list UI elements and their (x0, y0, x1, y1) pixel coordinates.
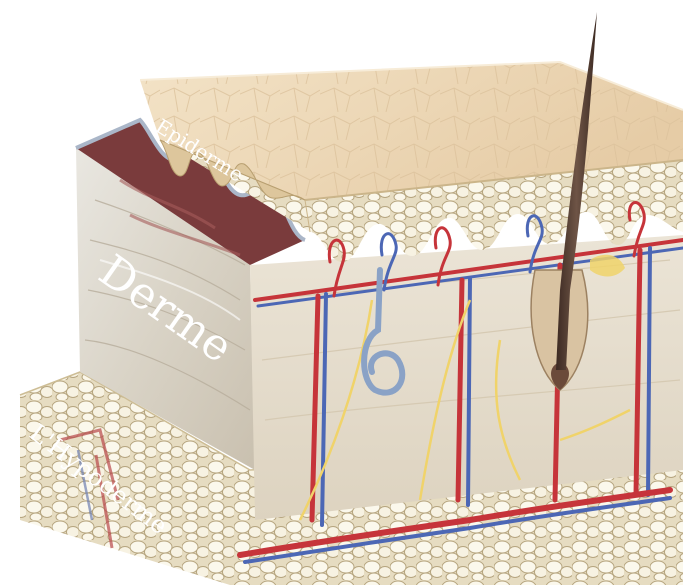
skin-cross-section-diagram: Epiderme Derme L'Hypoderme (0, 0, 683, 585)
